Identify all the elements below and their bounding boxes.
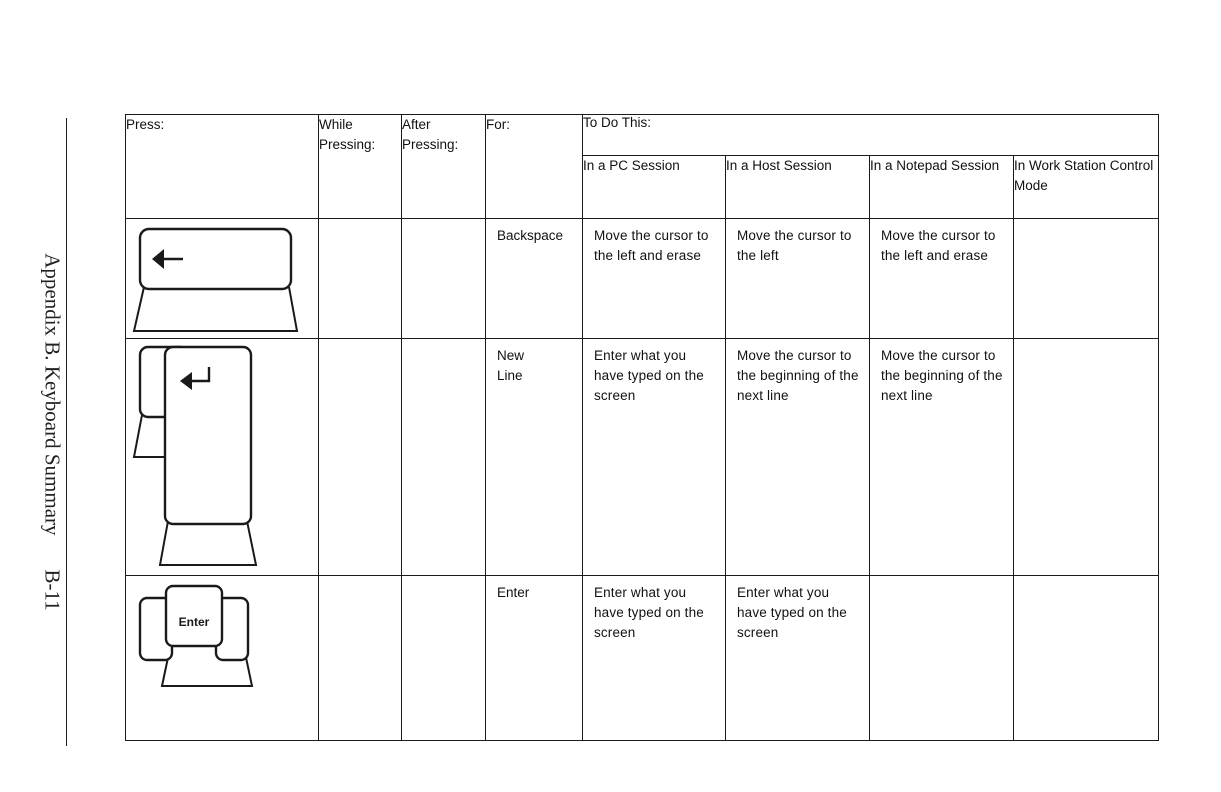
new-line-key-icon xyxy=(132,345,258,566)
press-cell xyxy=(125,338,319,576)
enter-key-label: Enter xyxy=(179,615,210,629)
header-host-session: In a Host Session xyxy=(725,155,870,219)
header-after-pressing: After Pressing: xyxy=(401,114,486,219)
press-cell: Enter xyxy=(125,575,319,741)
while-pressing-cell xyxy=(318,338,402,576)
pc-session-cell: Enter what you have typed on the screen xyxy=(582,575,726,741)
table-row: New Line Enter what you have typed on th… xyxy=(125,338,1160,576)
notepad-session-cell: Move the cursor to the beginning of the … xyxy=(869,338,1014,576)
after-pressing-cell xyxy=(401,218,486,339)
pc-session-cell: Move the cursor to the left and erase xyxy=(582,218,726,339)
header-row-sessions: In a PC Session In a Host Session In a N… xyxy=(126,155,1160,219)
notepad-session-cell: Move the cursor to the left and erase xyxy=(869,218,1014,339)
page-number: B-11 xyxy=(40,569,65,611)
after-pressing-cell xyxy=(401,338,486,576)
for-label: Backspace xyxy=(497,228,564,243)
press-cell xyxy=(125,218,319,339)
notepad-session-cell xyxy=(869,575,1014,741)
header-notepad-session: In a Notepad Session xyxy=(869,155,1014,219)
backspace-key-icon xyxy=(132,227,299,332)
host-session-cell: Move the cursor to the beginning of the … xyxy=(725,338,870,576)
side-rule xyxy=(66,118,67,746)
for-label: Enter xyxy=(497,585,530,600)
workstation-mode-cell xyxy=(1012,575,1160,741)
workstation-mode-cell xyxy=(1012,218,1160,339)
host-session-cell: Move the cursor to the left xyxy=(725,218,870,339)
after-pressing-cell xyxy=(401,575,486,741)
host-session-cell: Enter what you have typed on the screen xyxy=(725,575,870,741)
keyboard-summary-table: Press: While Pressing: After Pressing: F… xyxy=(125,114,1160,741)
header-to-do-this: To Do This: xyxy=(581,114,1160,156)
for-cell: Enter xyxy=(485,575,583,741)
page-side-title: Appendix B. Keyboard SummaryB-11 xyxy=(40,253,65,611)
table-row: Backspace Move the cursor to the left an… xyxy=(125,218,1160,339)
while-pressing-cell xyxy=(318,218,402,339)
header-pc-session: In a PC Session xyxy=(582,155,726,219)
header-while-pressing: While Pressing: xyxy=(318,114,402,219)
header-for: For: xyxy=(485,114,583,219)
for-cell: Backspace xyxy=(485,218,583,339)
for-cell: New Line xyxy=(485,338,583,576)
enter-key-icon: Enter xyxy=(138,584,254,687)
workstation-mode-cell xyxy=(1012,338,1160,576)
appendix-title: Appendix B. Keyboard Summary xyxy=(40,253,65,536)
for-label: New Line xyxy=(497,348,525,383)
table-row: Enter Enter Enter what you have typed on… xyxy=(125,575,1160,741)
header-row-top: Press: While Pressing: After Pressing: F… xyxy=(125,114,1160,219)
while-pressing-cell xyxy=(318,575,402,741)
header-press: Press: xyxy=(125,114,319,219)
pc-session-cell: Enter what you have typed on the screen xyxy=(582,338,726,576)
header-workstation-mode: In Work Station Control Mode xyxy=(1012,155,1160,219)
